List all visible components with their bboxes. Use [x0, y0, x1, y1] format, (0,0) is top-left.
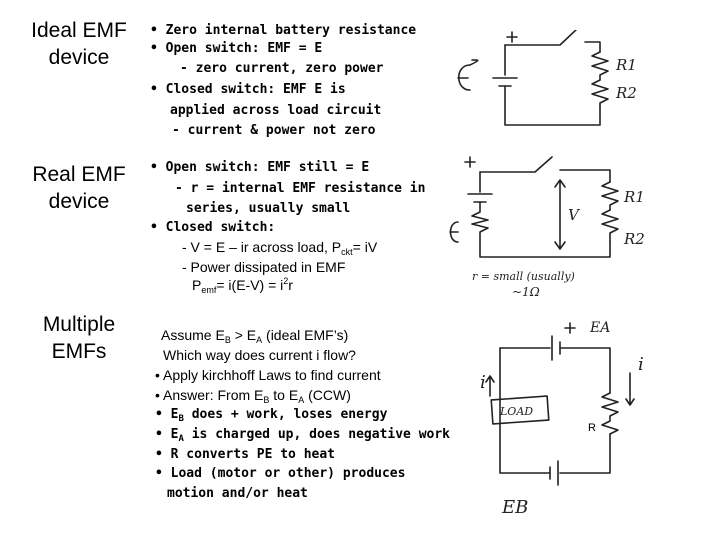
- load-box: [490, 395, 550, 425]
- multi-load-label: LOAD: [499, 405, 533, 418]
- ideal-r1-label: R1: [615, 56, 637, 74]
- multi-ea-line: • EA is charged up, does negative work: [155, 426, 450, 444]
- heading-ideal-line2: device: [48, 46, 110, 69]
- assume-tail: (ideal EMF’s): [262, 327, 349, 343]
- ea-tail: is charged up, does negative work: [183, 427, 451, 442]
- multi-which: Which way does current i flow?: [163, 347, 356, 363]
- real-circuit-sketch: V R1 R2 r = small (usually) ~1Ω: [449, 156, 645, 299]
- real-line-1: • Open switch: EMF still = E: [150, 160, 370, 175]
- multi-r-label: R: [588, 422, 596, 434]
- v-equation: - V = E – ir across load, P: [182, 239, 342, 255]
- ideal-line-5: applied across load circuit: [170, 103, 382, 118]
- multi-ea-label: EA: [589, 320, 610, 336]
- ideal-r2-label: R2: [615, 84, 637, 102]
- multi-circuit-sketch: LOAD R i i EA EB: [480, 320, 644, 518]
- heading-real-line2: device: [48, 190, 110, 213]
- pckt-tail: = iV: [352, 239, 378, 255]
- real-line-5: - V = E – ir across load, Pckt= iV: [182, 238, 378, 257]
- sub-b-3: B: [178, 414, 184, 424]
- multi-load-line2: motion and/or heat: [167, 486, 308, 501]
- ideal-line-2: • Open switch: EMF = E: [150, 41, 323, 56]
- real-line-7: Pemf= i(E-V) = i2r: [192, 276, 293, 295]
- answer-pre: • Answer: From E: [155, 387, 264, 403]
- ideal-line-6: - current & power not zero: [172, 123, 376, 138]
- sub-b-2: B: [263, 395, 270, 405]
- multi-eb-label: EB: [501, 497, 528, 518]
- multi-answer: • Answer: From EB to EA (CCW): [155, 386, 351, 405]
- heading-multi-line2: EMFs: [51, 340, 107, 363]
- ea-pre: • E: [155, 427, 179, 442]
- ideal-line-4: • Closed switch: EMF E is: [150, 82, 346, 97]
- eb-pre: • E: [155, 407, 179, 422]
- heading-ideal-line1: Ideal EMF: [31, 19, 127, 42]
- sub-a-3: A: [178, 434, 184, 444]
- real-line-6: - Power dissipated in EMF: [182, 259, 346, 275]
- pemf-mid: = i(E-V) = i: [216, 277, 284, 293]
- heading-multi-line1: Multiple: [42, 313, 116, 336]
- eb-tail: does + work, loses energy: [183, 407, 388, 422]
- multi-load-line: • Load (motor or other) produces: [155, 466, 406, 481]
- heading-ideal-emf: Ideal EMF device: [18, 17, 140, 71]
- sub-a-1: A: [256, 335, 263, 345]
- sub-ckt: ckt: [341, 247, 353, 257]
- multi-assume: Assume EB > EA (ideal EMF’s): [161, 326, 349, 345]
- ideal-circuit-sketch: R1 R2: [457, 30, 637, 126]
- real-line-4: • Closed switch:: [150, 220, 276, 235]
- answer-tail: (CCW): [304, 387, 351, 403]
- multi-i-right: i: [638, 354, 644, 375]
- assume-mid: > E: [230, 327, 257, 343]
- heading-real-emf: Real EMF device: [18, 161, 140, 215]
- sub-b-1: B: [224, 335, 231, 345]
- ideal-line-1: • Zero internal battery resistance: [150, 23, 417, 38]
- sub-emf: emf: [201, 285, 217, 295]
- real-note2: ~1Ω: [512, 285, 540, 299]
- real-line-2: - r = internal EMF resistance in: [175, 181, 426, 196]
- assume-pre: Assume E: [161, 327, 225, 343]
- real-note: r = small (usually): [472, 270, 575, 283]
- multi-eb-line: • EB does + work, loses energy: [155, 406, 387, 424]
- real-r1-label: R1: [623, 188, 645, 206]
- multi-i-left: i: [480, 372, 486, 393]
- sub-a-2: A: [298, 395, 305, 405]
- ideal-line-3: - zero current, zero power: [180, 61, 384, 76]
- pemf-tail: r: [288, 277, 293, 293]
- multi-bullet-1: • Apply kirchhoff Laws to find current: [155, 367, 381, 383]
- heading-multiple-emfs: Multiple EMFs: [18, 311, 140, 365]
- answer-mid: to E: [269, 387, 299, 403]
- heading-real-line1: Real EMF: [32, 163, 126, 186]
- sup-2: 2: [283, 276, 289, 286]
- real-r2-label: R2: [623, 230, 645, 248]
- multi-r-line: • R converts PE to heat: [155, 447, 336, 462]
- real-v-label: V: [568, 206, 581, 224]
- pemf-p: P: [192, 277, 202, 293]
- real-line-3: series, usually small: [186, 201, 351, 216]
